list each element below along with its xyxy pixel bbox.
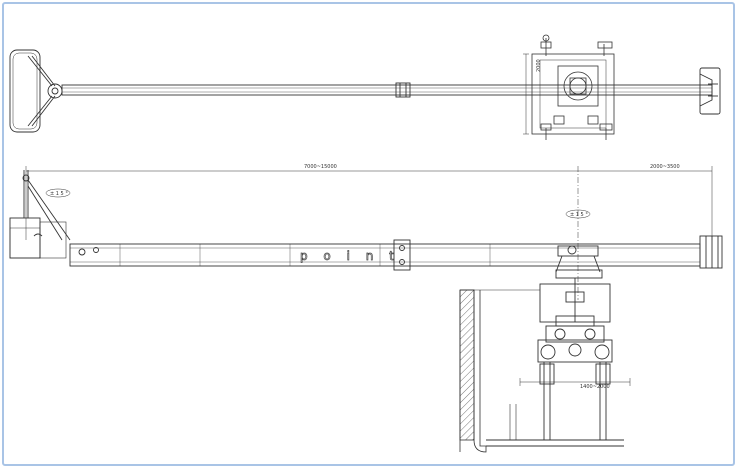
plan-pivot (47, 83, 63, 99)
plan-view (9, 49, 721, 133)
plan-boom (61, 84, 713, 96)
wall-section (459, 289, 540, 453)
overhang-label: 2000~3500 (650, 164, 680, 170)
brand-text: p o i n t (300, 249, 400, 263)
left-angle-label: ± 1 5 ° (50, 191, 68, 197)
track-gauge-label: 1400~2000 (580, 384, 610, 390)
top-height-label: 2000 (536, 59, 542, 72)
right-angle-label: ± 1 5 ° (570, 212, 588, 218)
boom-length-label: 7000~15000 (304, 164, 337, 170)
drawing-frame (2, 2, 735, 466)
plan-counterweight (9, 49, 41, 133)
elevation-view (9, 166, 723, 447)
plan-carriage (523, 34, 615, 140)
